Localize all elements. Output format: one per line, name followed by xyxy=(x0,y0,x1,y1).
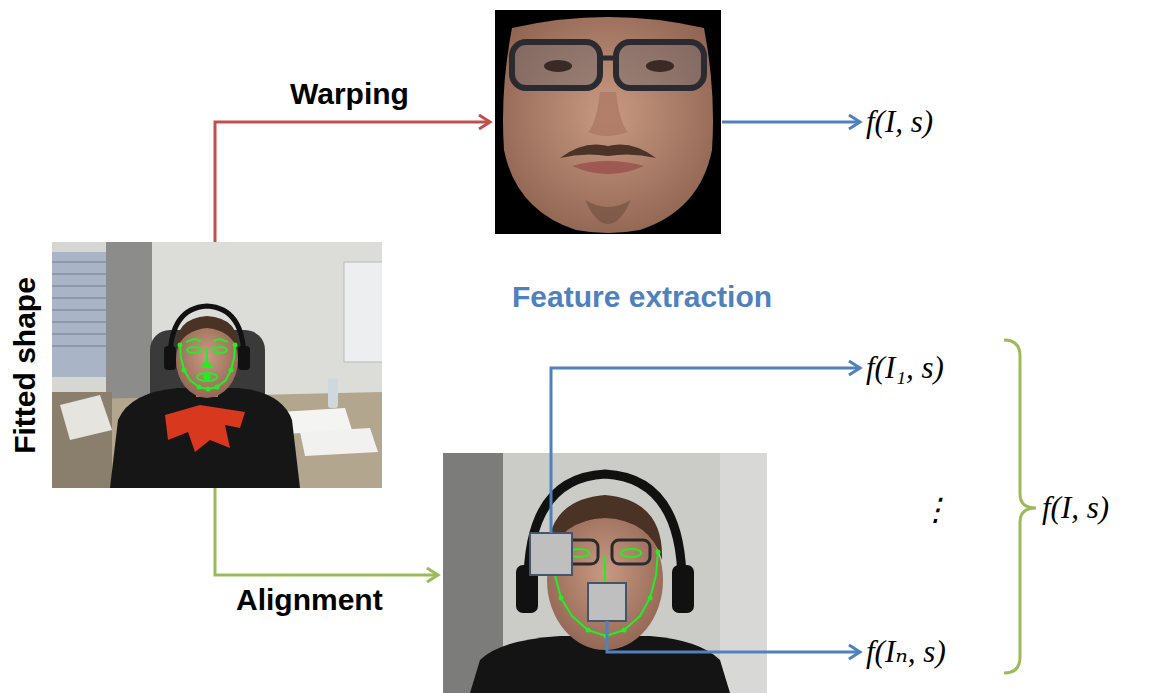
aligned-photo xyxy=(443,453,767,693)
feature-formula: f(I, s) xyxy=(866,104,933,140)
ellipsis-mark: ⋮ xyxy=(920,492,951,528)
feature-arrow xyxy=(607,621,860,652)
alignment-arrow xyxy=(215,488,438,575)
section-heading: Feature extraction xyxy=(512,280,772,315)
concat-bracket xyxy=(1004,340,1036,673)
office-photo xyxy=(52,242,382,488)
image-patch xyxy=(588,583,626,621)
feature-arrow xyxy=(722,121,860,124)
step-label: Warping xyxy=(290,77,409,112)
warping-arrow xyxy=(215,122,490,242)
warped-face xyxy=(495,10,721,234)
feature-formula: f(I₁, s) xyxy=(866,350,944,386)
node-heading: Fitted shape xyxy=(8,277,41,454)
photo-node: Fitted shape xyxy=(0,242,382,488)
step-label: Alignment xyxy=(236,583,383,618)
feature-formula: f(Iₙ, s) xyxy=(866,634,946,670)
feature-formula: f(I, s) xyxy=(1042,490,1109,526)
feature-arrow xyxy=(551,368,860,533)
image-patch xyxy=(530,533,572,575)
